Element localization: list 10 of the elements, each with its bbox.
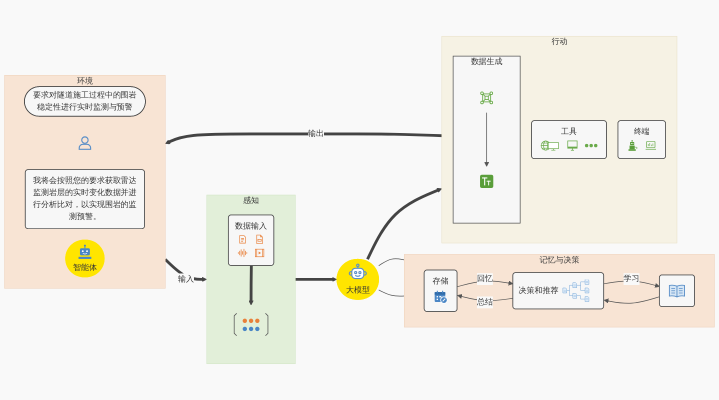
arrow bbox=[295, 276, 338, 282]
arrow bbox=[604, 280, 660, 288]
arrow bbox=[248, 266, 254, 306]
arrow bbox=[366, 188, 442, 260]
connector bbox=[378, 290, 405, 296]
arrow bbox=[164, 258, 207, 282]
arrow bbox=[484, 112, 490, 167]
arrow bbox=[165, 132, 442, 144]
connector bbox=[378, 258, 405, 266]
arrow bbox=[604, 296, 660, 304]
